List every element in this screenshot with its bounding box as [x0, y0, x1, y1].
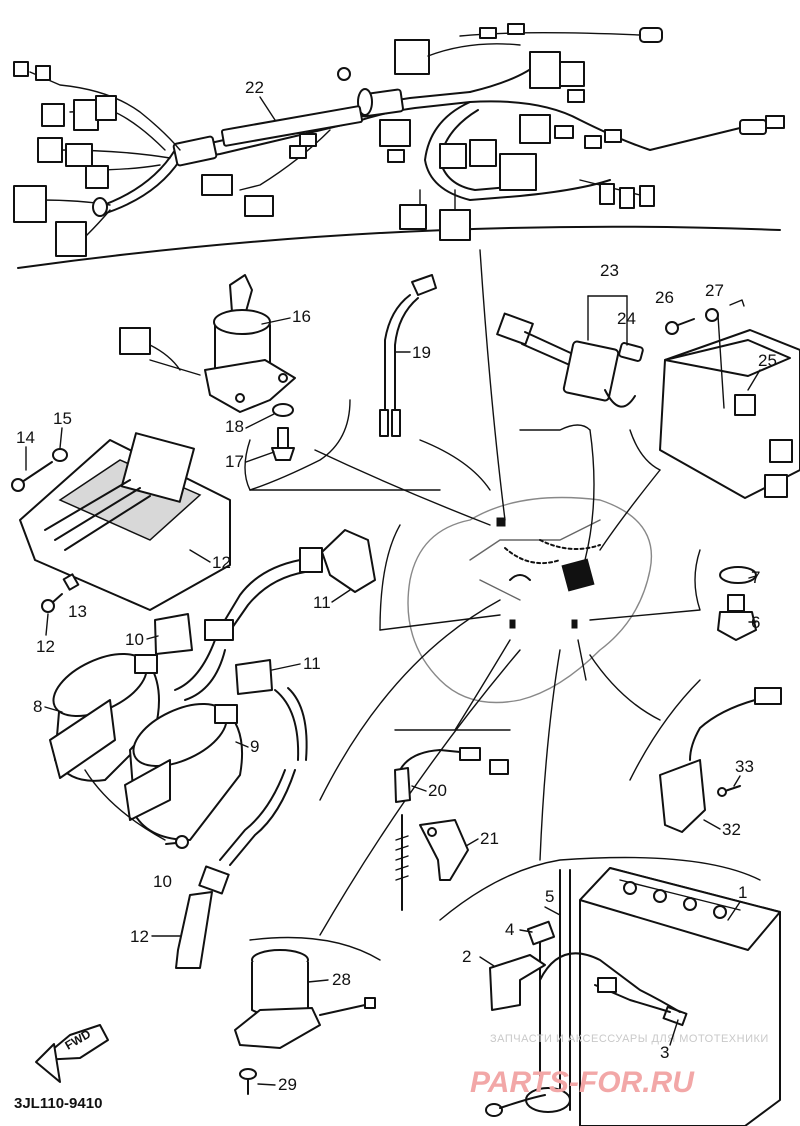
bolt-16: [11, 461, 53, 492]
sensor-22: [394, 747, 509, 911]
callout-20: 18: [225, 417, 244, 436]
screw-14: [41, 593, 63, 613]
callout-4: 4: [505, 920, 514, 939]
ignition-coil-9: [124, 703, 244, 841]
callout-1: 1: [738, 883, 747, 902]
callout-9: 9: [250, 737, 259, 756]
battery: [579, 867, 781, 1126]
callout-16: 14: [16, 428, 35, 447]
callout-24: 22: [245, 78, 264, 97]
callout-11-left: 10: [125, 630, 144, 649]
callout-28: 26: [655, 288, 674, 307]
bracket-2: [489, 954, 546, 1011]
callout-12-lower: 12: [130, 927, 149, 946]
callout-29: 27: [705, 281, 724, 300]
screw-31: [239, 1068, 257, 1095]
callout-33: 33: [735, 757, 754, 776]
callout-7: 7: [751, 568, 760, 587]
callout-2: 2: [462, 947, 471, 966]
callout-26: 24: [617, 309, 636, 328]
leader-lines: [244, 249, 761, 961]
callout-14: 12: [36, 637, 55, 656]
callout-25: 23: [600, 261, 619, 280]
watermark-line2: PARTS-FOR.RU: [470, 1066, 695, 1099]
callout-8: 8: [33, 697, 42, 716]
callout-23: 21: [480, 829, 499, 848]
callout-21: 19: [412, 343, 431, 362]
nut-15: [62, 573, 80, 591]
callout-5: 5: [545, 887, 554, 906]
washer-17: [52, 448, 68, 462]
callout-31: 29: [278, 1075, 297, 1094]
wire-harness: [13, 23, 785, 269]
watermark: ЗАПЧАСТИ И АКСЕССУАРЫ ДЛЯ МОТОТЕХНИКИ PA…: [470, 1033, 769, 1099]
callout-labels: 22 23 26 27 24 25 16 19 18 17 15 14 12 1…: [16, 78, 777, 1094]
neutral-switch: [717, 566, 757, 641]
callout-17: 15: [53, 409, 72, 428]
hi-tension-leads: [174, 529, 376, 969]
callout-22: 20: [428, 781, 447, 800]
callout-11-right: 11: [303, 654, 321, 673]
battery-cables: [485, 869, 681, 1117]
callout-15: 13: [68, 602, 87, 621]
drawing-code: 3JL110-9410: [14, 1095, 102, 1112]
speed-sensor: [659, 687, 782, 833]
lead-wire-21: [379, 274, 437, 437]
screw-28: [665, 318, 695, 335]
rectifier-regulator: [19, 432, 231, 611]
callout-12-upper: 11: [313, 593, 331, 612]
plug-cap-11: [154, 613, 273, 695]
cdi-unit: [659, 329, 800, 499]
starter-relay-30: [234, 949, 376, 1049]
callout-18: 16: [292, 307, 311, 326]
callout-30: 28: [332, 970, 351, 989]
frame-silhouette: [407, 496, 653, 704]
bracket-23: [419, 819, 469, 881]
ignition-switch: [119, 274, 296, 461]
callout-13: 12: [212, 553, 231, 572]
callout-19: 17: [225, 452, 244, 471]
nut-29: [705, 299, 745, 409]
callout-10: 10: [153, 872, 172, 891]
callout-27: 25: [758, 351, 777, 370]
screw-10: [165, 835, 189, 849]
fuse-holder: [496, 312, 644, 408]
forward-arrow: [35, 1024, 109, 1083]
callout-32: 32: [722, 820, 741, 839]
watermark-line1: ЗАПЧАСТИ И АКСЕССУАРЫ ДЛЯ МОТОТЕХНИКИ: [490, 1033, 769, 1045]
callout-3: 3: [660, 1043, 669, 1062]
